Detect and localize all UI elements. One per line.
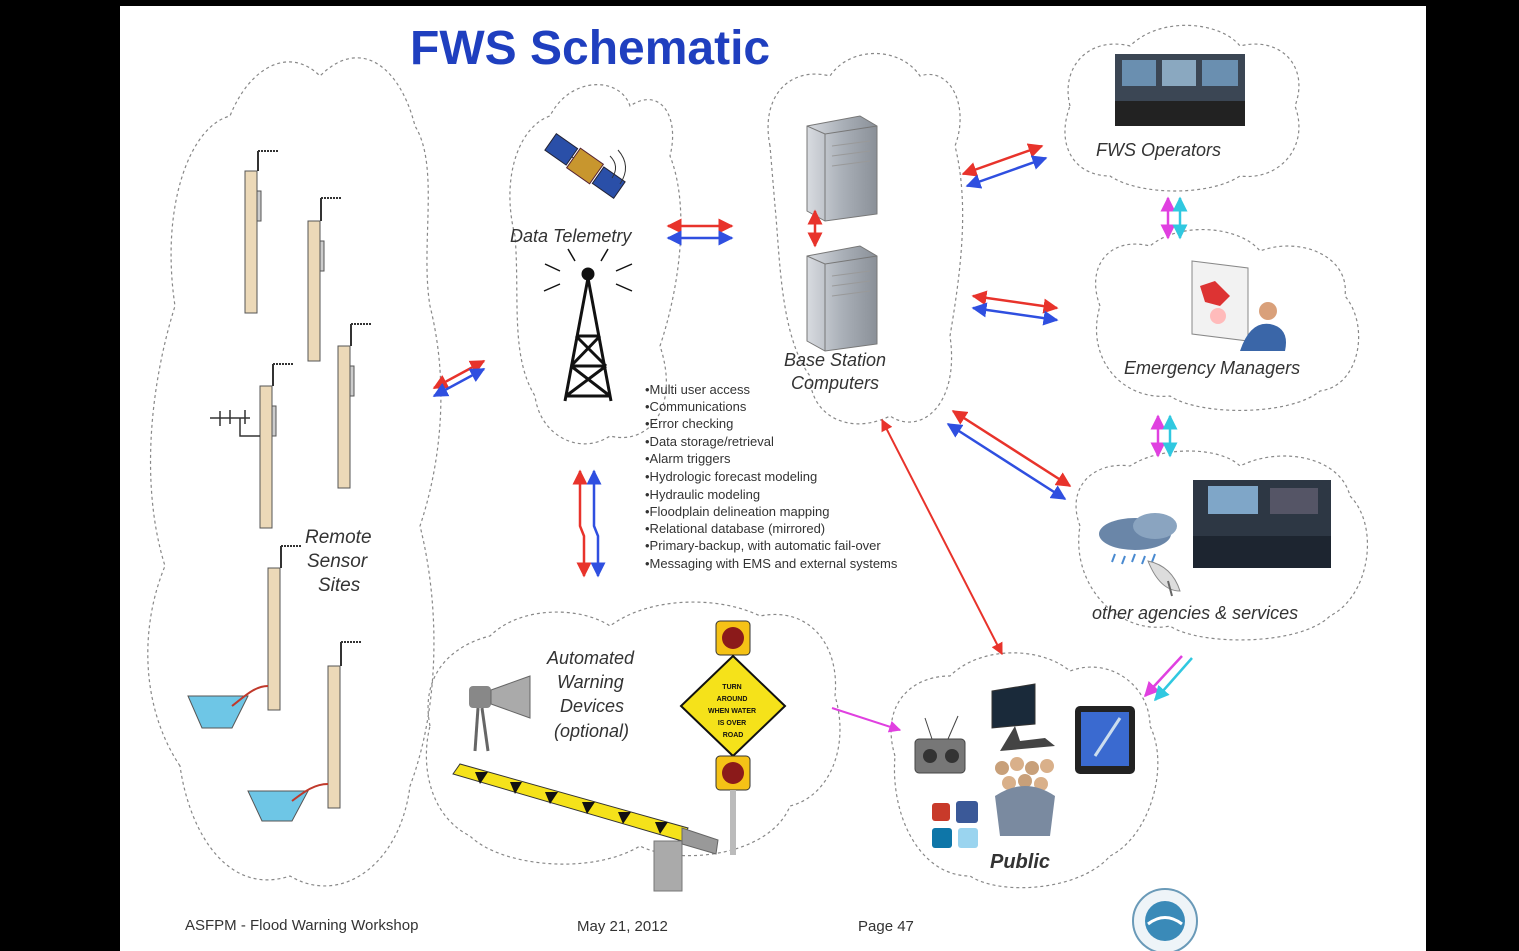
- stream-gauge-icon: [247, 641, 361, 822]
- feature-item: •Communications: [645, 399, 747, 414]
- feature-item: •Hydraulic modeling: [645, 487, 760, 502]
- signal-waves-icon: [609, 149, 626, 185]
- warning-devices-label: Automated: [546, 648, 635, 668]
- feature-item: •Hydrologic forecast modeling: [645, 469, 817, 484]
- siren-icon: [469, 675, 531, 752]
- radio-tower-icon: [543, 248, 633, 402]
- warning-sign-icon: TURN AROUND WHEN WATER IS OVER ROAD: [679, 654, 787, 758]
- feature-item: •Relational database (mirrored): [645, 521, 825, 536]
- road-barrier-icon: [452, 763, 719, 892]
- storm-cloud-icon: [1099, 513, 1177, 565]
- flashing-light-icon: [715, 755, 751, 855]
- warning-devices-label: Devices: [560, 696, 624, 716]
- server-icon: [806, 245, 878, 352]
- base-station-label: Computers: [791, 373, 879, 393]
- sign-text: ROAD: [723, 732, 744, 739]
- radio-icon: [914, 715, 966, 774]
- organization-seal-icon: [1132, 888, 1198, 951]
- footer-date: May 21, 2012: [577, 918, 668, 935]
- satellite-icon: [544, 133, 626, 199]
- sign-text: AROUND: [717, 696, 748, 703]
- warning-devices-cloud: [425, 601, 841, 865]
- feature-item: •Multi user access: [645, 382, 750, 397]
- tv-icon: [1075, 706, 1135, 774]
- sign-text: TURN: [722, 684, 741, 691]
- arrow-emergency-agencies: [1150, 414, 1178, 458]
- arrow-base-emergency: [971, 290, 1059, 326]
- linkedin-icon: [932, 828, 952, 848]
- sensor-pole-icon: [337, 323, 371, 489]
- arrow-agencies-public: [1143, 655, 1193, 702]
- svg-text:TURN AROUND WHEN W: TURN AROUND WHEN WATER IS OVER ROAD: [708, 684, 758, 739]
- arrow-base-agencies: [946, 409, 1072, 501]
- warning-devices-label: (optional): [554, 721, 629, 741]
- remote-sensors-label: Sites: [318, 575, 361, 596]
- other-agencies-cloud: [1075, 450, 1369, 641]
- operators-label: FWS Operators: [1096, 140, 1221, 160]
- slide-title: FWS Schematic: [410, 22, 770, 75]
- computer-icon: [991, 683, 1055, 751]
- server-icon: [806, 115, 878, 222]
- arrow-base-operators: [961, 143, 1048, 189]
- sign-text: WHEN WATER: [708, 708, 756, 715]
- remote-sensors-label: Remote: [305, 527, 372, 548]
- flashing-light-icon: [715, 620, 751, 656]
- arrow-sensors-telemetry: [432, 359, 486, 398]
- feature-item: •Floodplain delineation mapping: [645, 504, 830, 519]
- remote-sensors-cloud: [147, 57, 442, 887]
- crowd-icon: [995, 757, 1055, 836]
- operators-cloud: [1064, 24, 1300, 192]
- twitter-icon: [958, 828, 978, 848]
- warning-devices-label: Warning: [557, 672, 624, 692]
- youtube-icon: [932, 803, 950, 821]
- public-label: Public: [990, 851, 1050, 873]
- arrow-operators-emergency: [1160, 196, 1188, 240]
- remote-sensors-label: Sensor: [307, 551, 368, 572]
- arrow-base-public: [881, 418, 1003, 656]
- emergency-label: Emergency Managers: [1124, 358, 1300, 378]
- feature-item: •Alarm triggers: [645, 451, 731, 466]
- arrow-warning-public: [831, 707, 902, 733]
- feature-item: •Primary-backup, with automatic fail-ove…: [645, 538, 881, 553]
- other-agencies-label: other agencies & services: [1092, 603, 1298, 623]
- weather-station-icon: [210, 363, 293, 529]
- sensor-pole-icon: [307, 197, 341, 362]
- arrow-telemetry-base: [666, 218, 734, 246]
- person-icon: [1240, 302, 1286, 351]
- satellite-dish-icon: [1147, 560, 1181, 597]
- base-station-label: Base Station: [784, 350, 886, 370]
- sensor-pole-icon: [244, 150, 278, 314]
- footer-left: ASFPM - Flood Warning Workshop: [185, 917, 418, 934]
- footer-page: Page 47: [858, 918, 914, 935]
- operators-photo: [1115, 54, 1245, 126]
- ops-center-photo: [1193, 480, 1331, 568]
- arrow-telemetry-warning: [572, 469, 606, 578]
- telemetry-label: Data Telemetry: [510, 226, 632, 246]
- slide: FWS Schematic: [120, 6, 1426, 951]
- public-cloud: [890, 652, 1159, 889]
- base-station-cloud: [767, 52, 964, 425]
- facebook-icon: [956, 801, 978, 823]
- social-icons: [932, 801, 978, 848]
- emergency-cloud: [1095, 229, 1360, 412]
- feature-item: •Messaging with EMS and external systems: [645, 556, 898, 571]
- feature-item: •Data storage/retrieval: [645, 434, 774, 449]
- stream-gauge-icon: [187, 545, 301, 729]
- sign-text: IS OVER: [718, 720, 746, 727]
- map-screen-icon: [1191, 260, 1249, 342]
- feature-list: •Multi user access •Communications •Erro…: [645, 382, 898, 571]
- feature-item: •Error checking: [645, 416, 733, 431]
